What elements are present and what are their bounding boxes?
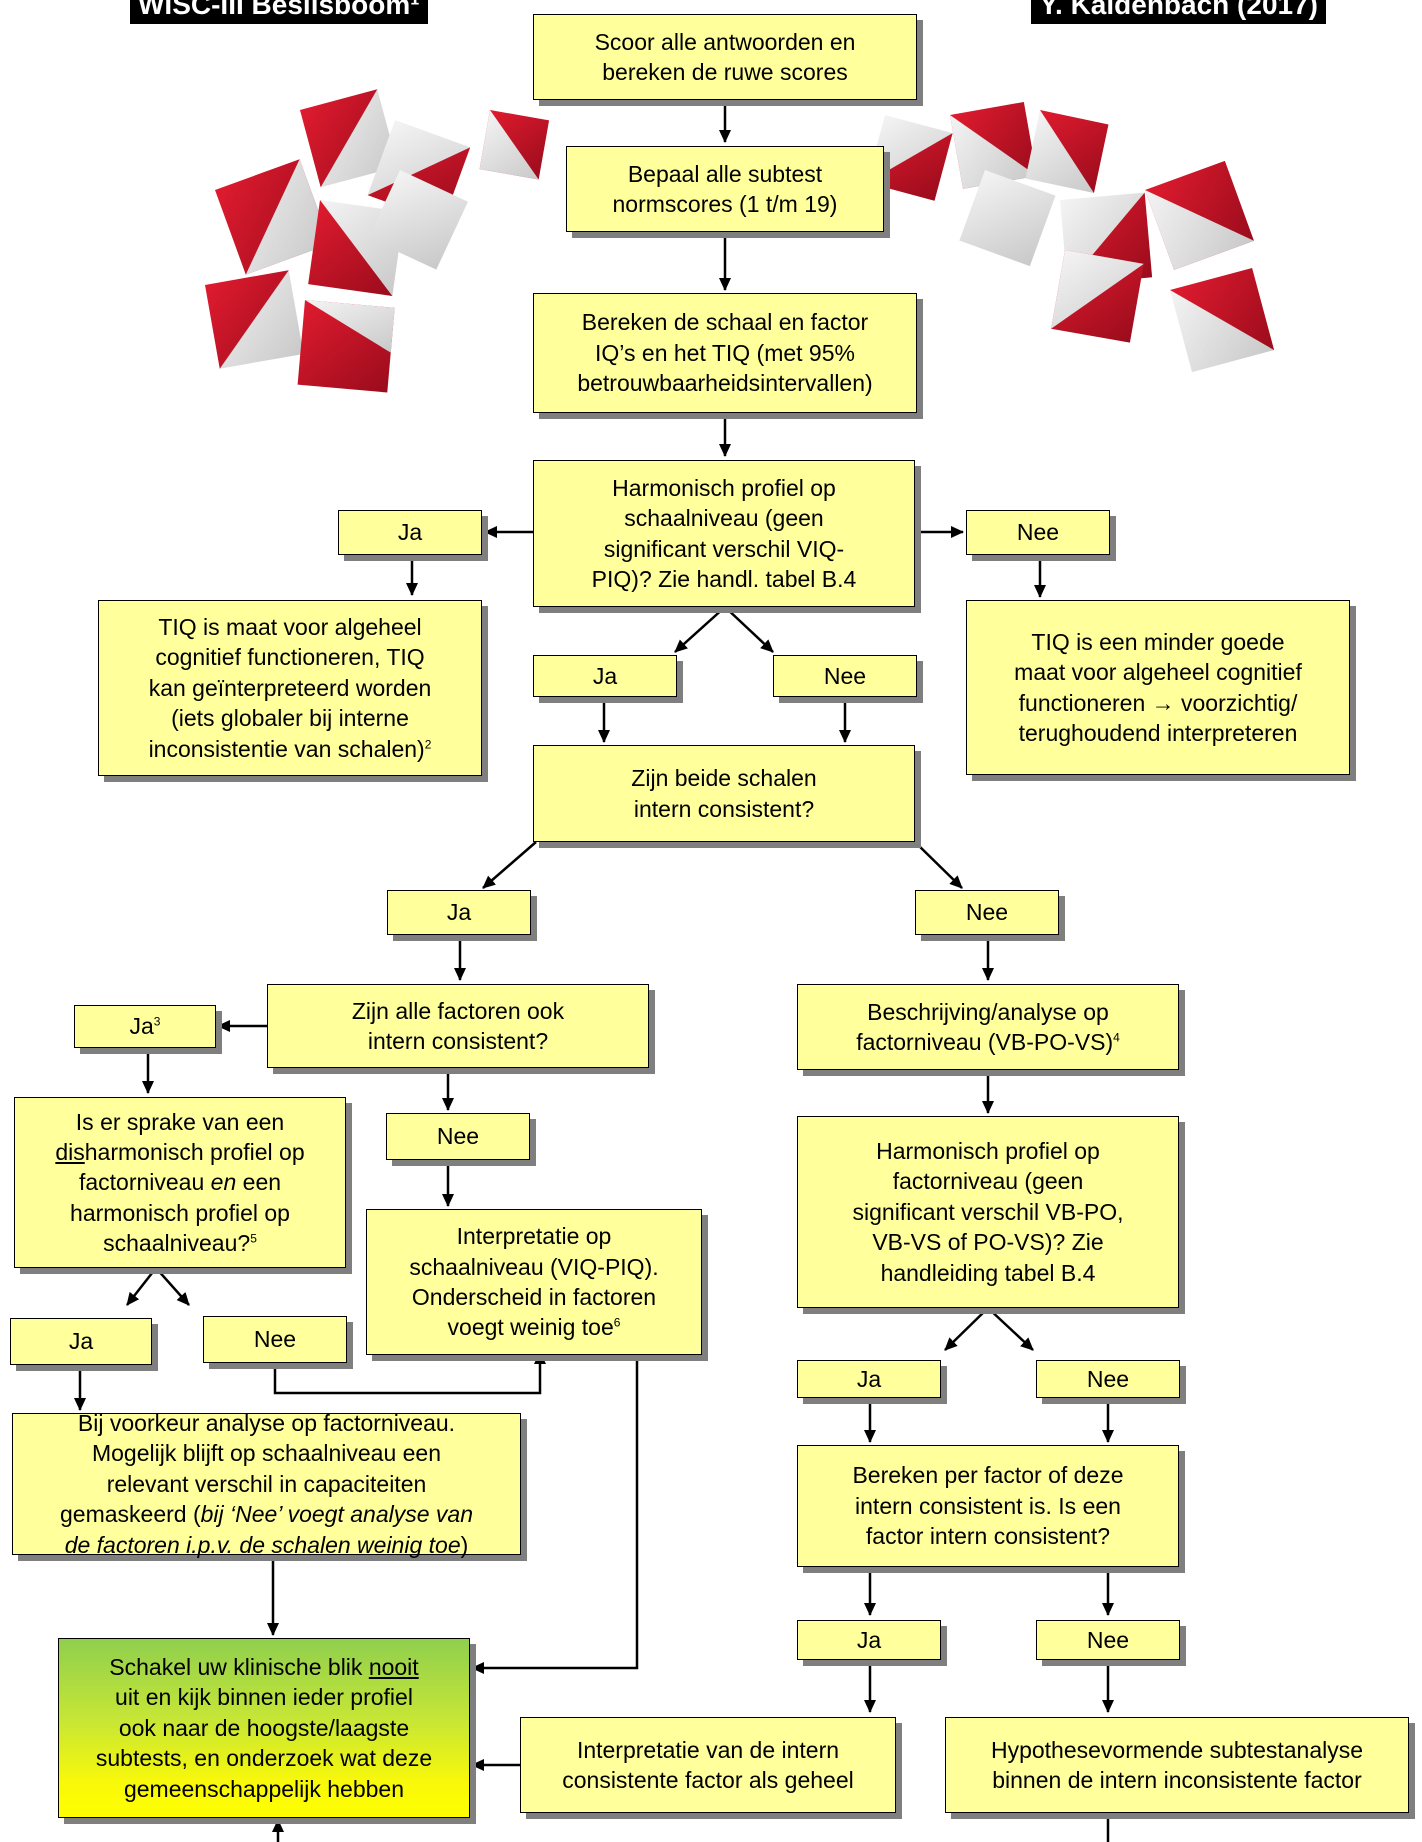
label-ja-3: Ja	[387, 890, 531, 935]
result-tiq-interpretable: TIQ is maat voor algeheel cognitief func…	[98, 600, 482, 776]
label-nee-5: Nee	[203, 1316, 347, 1363]
result-scale-interpretation: Interpretatie op schaalniveau (VIQ-PIQ).…	[366, 1209, 702, 1355]
q-harmonic-factor-profile: Harmonisch profiel op factorniveau (geen…	[797, 1116, 1179, 1308]
label-ja-2: Ja	[533, 655, 677, 697]
label-ja-7: Ja	[797, 1620, 941, 1660]
header-title: WISC-III Beslisboom¹	[130, 0, 428, 24]
decorative-cubes-image	[205, 89, 1275, 393]
label-nee-2: Nee	[773, 655, 917, 697]
label-nee-7: Nee	[1036, 1620, 1180, 1660]
label-nee-3: Nee	[915, 890, 1059, 935]
label-ja-6: Ja	[797, 1360, 941, 1398]
result-tiq-cautious: TIQ is een minder goede maat voor algehe…	[966, 600, 1350, 775]
result-consistent-factor: Interpretatie van de intern consistente …	[520, 1717, 896, 1813]
label-ja-5: Ja	[10, 1318, 152, 1365]
label-nee-4: Nee	[386, 1113, 530, 1160]
result-subtest-analysis: Hypothesevormende subtestanalyse binnen …	[945, 1717, 1409, 1813]
step-factor-analysis: Beschrijving/analyse op factorniveau (VB…	[797, 984, 1179, 1070]
label-nee-6: Nee	[1036, 1360, 1180, 1398]
step-subtest-normscores: Bepaal alle subtest normscores (1 t/m 19…	[566, 146, 884, 232]
q-harmonic-scale-profile: Harmonisch profiel op schaalniveau (geen…	[533, 460, 915, 607]
final-clinical-advice: Schakel uw klinische blik nooit uit en k…	[58, 1638, 470, 1818]
label-nee-1: Nee	[966, 510, 1110, 555]
q-factor-internal-consistency: Bereken per factor of deze intern consis…	[797, 1445, 1179, 1567]
step-score-answers: Scoor alle antwoorden en bereken de ruwe…	[533, 14, 917, 100]
step-calc-iq: Bereken de schaal en factor IQ’s en het …	[533, 293, 917, 413]
result-factor-level-analysis: Bij voorkeur analyse op factorniveau. Mo…	[12, 1410, 521, 1558]
q-factors-consistent: Zijn alle factoren ook intern consistent…	[267, 984, 649, 1068]
label-ja-1: Ja	[338, 510, 482, 555]
q-scales-consistent: Zijn beide schalen intern consistent?	[533, 745, 915, 842]
header-author: Y. Kaldenbach (2017)	[1031, 0, 1326, 24]
label-ja-4: Ja3	[74, 1005, 216, 1048]
q-disharmonic-factor-profile: Is er sprake van een disharmonisch profi…	[14, 1097, 346, 1268]
